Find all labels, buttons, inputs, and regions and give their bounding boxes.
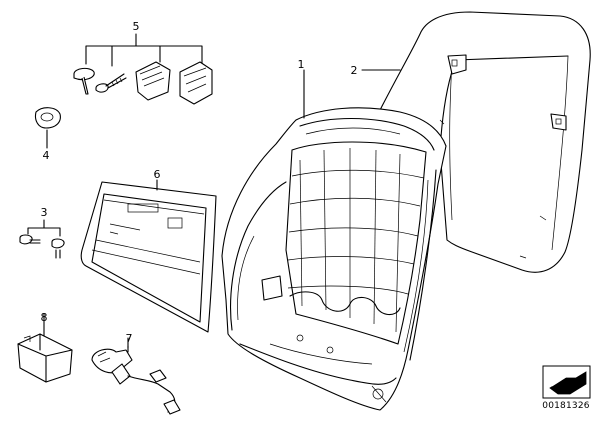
leader-lines (43, 69, 401, 349)
document-id: 00181326 (542, 401, 590, 411)
part-1-backrest-frame[interactable] (221, 107, 447, 411)
callout-3[interactable]: 3 (41, 206, 48, 219)
part-6-back-panel[interactable] (80, 181, 217, 333)
part-8-module[interactable] (17, 333, 73, 383)
direction-arrow-icon (542, 365, 591, 399)
part-3-screws[interactable] (19, 219, 65, 259)
callout-6[interactable]: 6 (154, 168, 161, 181)
callout-5[interactable]: 5 (133, 20, 140, 33)
callout-1[interactable]: 1 (298, 58, 305, 71)
part-5-clips[interactable] (73, 33, 213, 105)
callout-4[interactable]: 4 (43, 149, 50, 162)
callout-8[interactable]: 8 (41, 311, 48, 324)
callout-7[interactable]: 7 (126, 332, 133, 345)
part-2-backrest-panel[interactable] (375, 11, 591, 273)
callout-2[interactable]: 2 (351, 64, 358, 77)
part-7-switch-cable[interactable] (91, 345, 181, 415)
part-4-cap-nut[interactable] (34, 107, 61, 149)
